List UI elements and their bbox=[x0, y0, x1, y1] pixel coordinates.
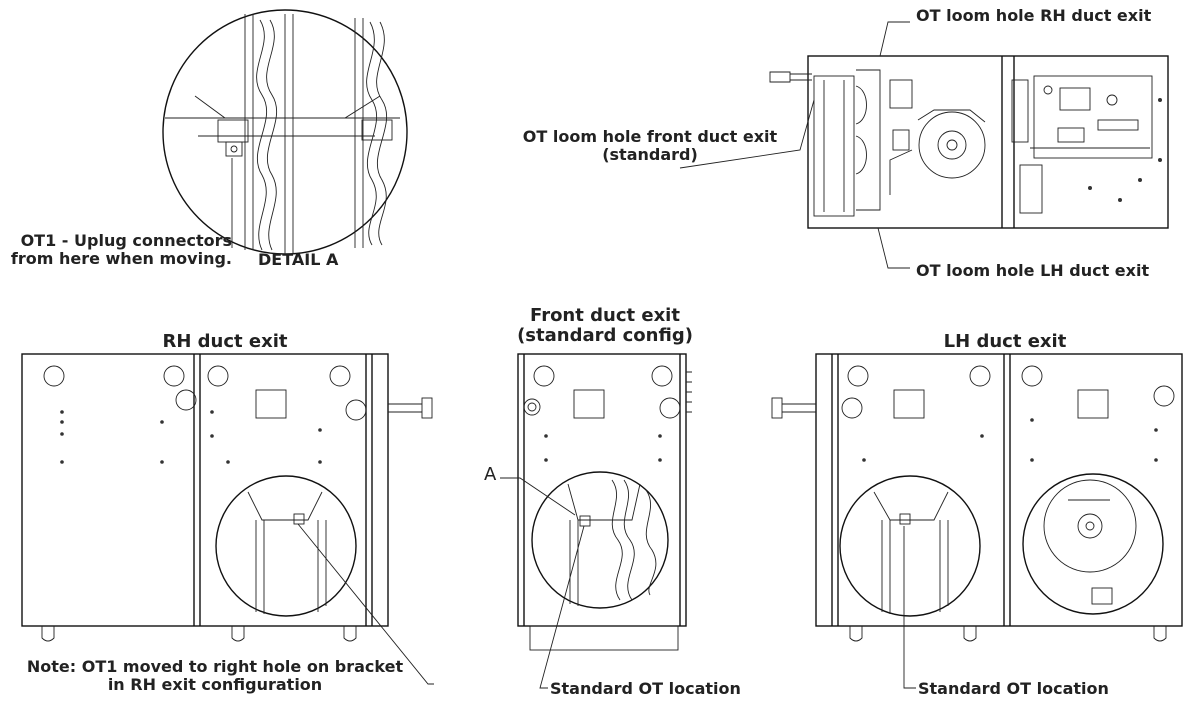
label-ot-loom-front-line2: (standard) bbox=[602, 145, 698, 164]
label-note-ot1: Note: OT1 moved to right hole on bracket… bbox=[0, 658, 430, 694]
label-ot-loom-lh: OT loom hole LH duct exit bbox=[916, 261, 1150, 280]
label-ot1-line2: from here when moving. bbox=[10, 249, 232, 268]
title-front-line1: Front duct exit bbox=[530, 305, 680, 326]
title-front-duct-exit: Front duct exit (standard config) bbox=[480, 306, 730, 346]
front-duct-exit-view bbox=[500, 353, 692, 689]
label-ot1-line1: OT1 - Uplug connectors bbox=[20, 231, 232, 250]
label-detail-a: DETAIL A bbox=[258, 250, 339, 269]
title-front-line2: (standard config) bbox=[517, 325, 693, 346]
label-ot-loom-front-line1: OT loom hole front duct exit bbox=[522, 127, 778, 146]
label-ot1-connectors: OT1 - Uplug connectors from here when mo… bbox=[0, 232, 232, 268]
title-lh-duct-exit: LH duct exit bbox=[943, 331, 1067, 352]
label-ot-loom-rh: OT loom hole RH duct exit bbox=[916, 6, 1152, 25]
label-standard-ot-front: Standard OT location bbox=[550, 679, 741, 698]
lh-duct-exit-view bbox=[771, 353, 1183, 689]
top-view-unit bbox=[679, 21, 1169, 269]
label-standard-ot-lh: Standard OT location bbox=[918, 679, 1109, 698]
label-ot-loom-front: OT loom hole front duct exit (standard) bbox=[500, 128, 800, 164]
detail-a-view bbox=[162, 9, 408, 255]
label-note-line2: in RH exit configuration bbox=[107, 675, 323, 694]
rh-duct-exit-view bbox=[21, 353, 434, 685]
title-rh-duct-exit: RH duct exit bbox=[162, 331, 288, 352]
marker-a: A bbox=[484, 464, 497, 485]
label-note-line1: Note: OT1 moved to right hole on bracket bbox=[26, 657, 404, 676]
